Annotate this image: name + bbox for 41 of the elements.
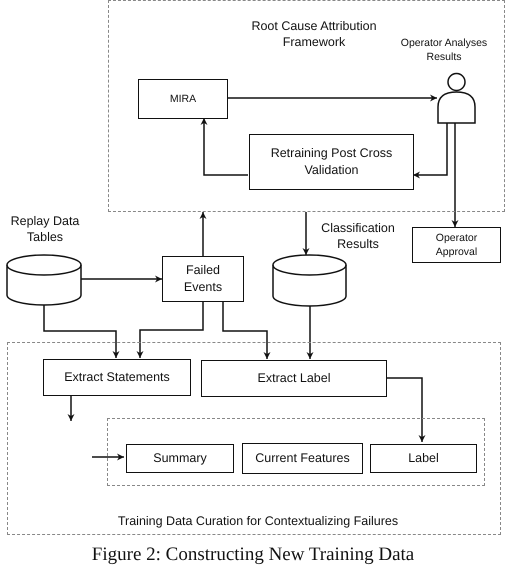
process-box xyxy=(43,359,191,396)
node-label: Classification Results xyxy=(320,220,396,252)
arrow xyxy=(200,118,248,176)
arrow xyxy=(413,122,448,178)
arrow xyxy=(222,302,270,359)
process-box xyxy=(249,134,414,190)
box-label: Retraining Post Cross Validation xyxy=(270,145,394,179)
process-box xyxy=(412,227,501,263)
arrow xyxy=(92,454,124,460)
process-box xyxy=(370,444,477,473)
arrow xyxy=(81,276,162,282)
node-label: Training Data Curation for Contextualizing Failures xyxy=(116,513,400,530)
arrow xyxy=(68,395,74,421)
process-box xyxy=(201,360,387,397)
dashed-group-box xyxy=(107,418,485,486)
box-label: Label xyxy=(408,450,439,467)
node-label: Replay Data Tables xyxy=(10,213,80,246)
arrow xyxy=(452,122,458,227)
process-box xyxy=(126,444,234,473)
arrow xyxy=(200,212,206,256)
arrow xyxy=(43,305,120,358)
node-label: Root Cause Attribution Framework xyxy=(250,18,378,50)
arrow xyxy=(386,377,426,442)
box-label: Operator Approval xyxy=(434,230,478,260)
box-label: Summary xyxy=(153,450,207,467)
box-label: Current Features xyxy=(255,450,350,467)
arrow xyxy=(136,302,204,358)
process-box xyxy=(162,256,244,302)
arrow xyxy=(306,306,314,359)
arrow xyxy=(302,212,310,255)
dashed-group-box xyxy=(108,0,505,212)
dashed-group-box xyxy=(7,342,501,535)
process-box xyxy=(242,443,363,474)
process-box xyxy=(138,79,228,119)
box-label: Extract Statements xyxy=(64,369,170,386)
box-label: Failed Events xyxy=(182,262,224,296)
box-label: Extract Label xyxy=(258,370,330,387)
arrow xyxy=(227,94,437,102)
box-label: MIRA xyxy=(170,92,196,106)
node-label: Operator Analyses Results xyxy=(400,37,488,64)
figure-caption: Figure 2: Constructing New Training Data xyxy=(90,544,416,566)
